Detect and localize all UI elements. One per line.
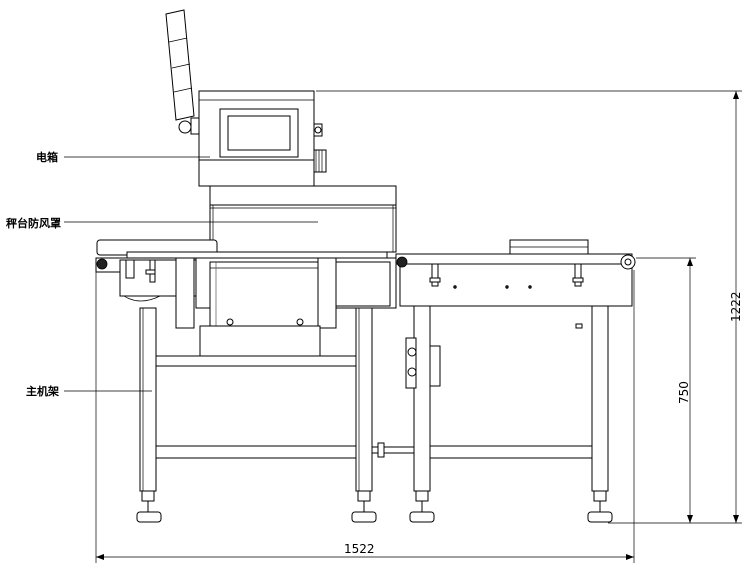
dimension-total-height: [316, 90, 742, 524]
label-main-frame: 主机架: [26, 384, 59, 398]
leveling-feet: [136, 490, 613, 523]
dimension-total-length: [95, 270, 635, 563]
scale-windshield: [209, 185, 397, 253]
label-electrical-box: 电箱: [36, 150, 58, 164]
main-frame: [139, 307, 373, 492]
outfeed-frame: [371, 305, 609, 492]
label-scale-windshield: 秤台防风罩: [6, 216, 61, 230]
signal-tower-icon: [165, 9, 202, 135]
outfeed-conveyor: [395, 239, 636, 329]
dimension-conveyor-height: [636, 257, 696, 523]
electrical-box: [198, 90, 327, 187]
dimension-label-total-length: 1522: [344, 542, 375, 556]
weighing-conveyor: [175, 257, 397, 329]
dimension-label-conveyor-height: 750: [677, 381, 691, 404]
dimension-label-total-height: 1222: [729, 291, 743, 322]
